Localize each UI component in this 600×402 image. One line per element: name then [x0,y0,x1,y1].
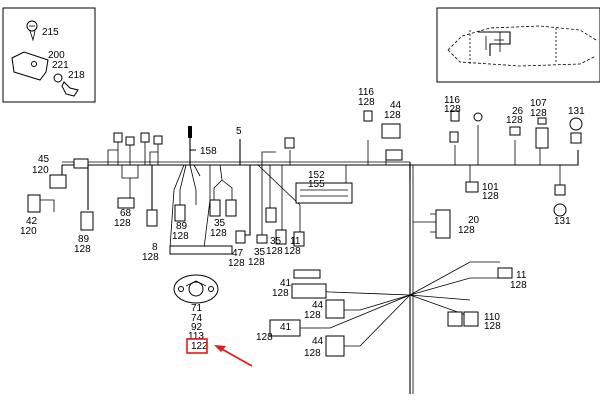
label-89: 89 [78,234,90,245]
label-128: 128 [304,310,321,321]
screw-icon [26,20,38,42]
label-113: 113 [188,331,204,342]
label-131: 131 [568,106,585,117]
label-44: 44 [390,100,402,111]
label-110: 110 [484,312,500,323]
label-116: 116 [358,87,374,98]
highlight-arrow-head [214,345,226,352]
label-128: 128 [444,104,461,115]
label-89: 89 [176,221,188,232]
label-101: 101 [482,182,499,193]
label-41: 41 [280,278,292,289]
label-44: 44 [312,300,324,311]
label-35: 35 [254,247,266,258]
label-128: 128 [256,332,273,343]
inset-label-200: 200 [48,50,65,61]
label-47: 47 [232,248,244,259]
highlight-box [186,338,208,354]
left-harness-end [27,126,241,231]
highlight-callout [186,338,253,367]
label-128: 128 [142,252,159,263]
inset-label-221: 221 [52,60,69,71]
label-128: 128 [358,97,375,108]
part-number-labels: 45 120 42 120 89 128 68 128 8 128 89 128… [20,87,585,359]
highlight-arrow-shaft [219,347,253,367]
label-128: 128 [482,191,499,202]
inset-left-panel: 215 200 221 218 [2,7,96,103]
label-128: 128 [510,280,527,291]
label-128: 128 [384,110,401,121]
label-128: 128 [114,218,131,229]
label-41: 41 [280,322,292,333]
label-128: 128 [530,108,547,119]
label-128: 128 [266,246,283,257]
label-158: 158 [200,146,217,157]
label-26: 26 [512,106,524,117]
label-92: 92 [191,322,203,333]
label-128: 128 [506,115,523,126]
label-35: 35 [270,236,282,247]
label-116: 116 [444,95,460,106]
label-20: 20 [468,215,480,226]
label-42: 42 [26,216,38,227]
label-128: 128 [284,246,301,257]
main-harness-trunk [62,125,579,394]
label-68: 68 [120,208,132,219]
label-128: 128 [172,231,189,242]
label-128: 128 [272,288,289,299]
label-71: 71 [191,303,203,314]
right-harness-branches [269,110,583,357]
label-11: 11 [290,236,301,247]
label-128: 128 [228,258,245,269]
label-8: 8 [152,242,158,253]
label-131: 131 [554,216,571,227]
label-152: 152 [308,170,325,181]
bracket-icon [11,51,49,81]
label-120: 120 [32,165,49,176]
bolt-icon [53,73,79,97]
label-128: 128 [248,257,265,268]
label-128: 128 [210,228,227,239]
label-128: 128 [484,321,501,332]
label-45: 45 [38,154,50,165]
label-5: 5 [236,126,242,137]
label-122: 122 [191,341,208,352]
label-35: 35 [214,218,226,229]
label-128: 128 [458,225,475,236]
label-120: 120 [20,226,37,237]
middle-harness-drops [209,137,353,247]
label-74: 74 [191,313,203,324]
label-11: 11 [516,270,527,281]
label-44: 44 [312,336,324,347]
inset-label-215: 215 [42,27,59,38]
sensor-disc-part [169,164,233,304]
inset-vehicle-panel [436,7,600,83]
inset-label-218: 218 [68,70,85,81]
label-107: 107 [530,98,547,109]
label-128: 128 [304,348,321,359]
label-128: 128 [74,244,91,255]
label-155: 155 [308,179,325,190]
